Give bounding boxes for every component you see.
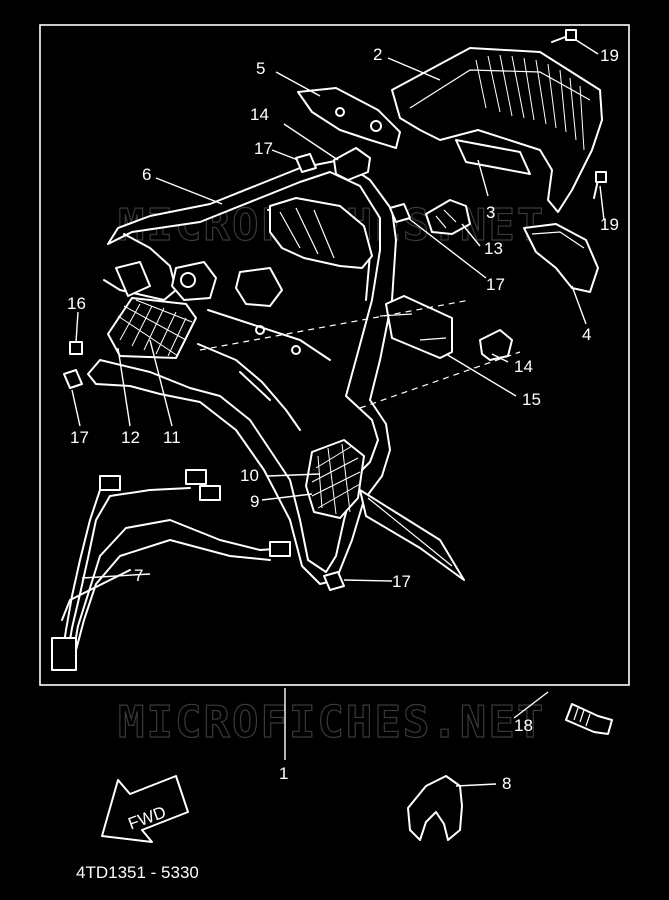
clip-17-b bbox=[389, 203, 411, 223]
callout-9: 9 bbox=[250, 492, 259, 511]
clip-17-a bbox=[295, 153, 317, 173]
callout-18: 18 bbox=[514, 716, 533, 735]
callout-10: 10 bbox=[240, 466, 259, 485]
callout-17-c: 17 bbox=[70, 428, 89, 447]
callout-16: 16 bbox=[67, 294, 86, 313]
callout-11: 11 bbox=[163, 428, 181, 447]
callout-15: 15 bbox=[522, 390, 541, 409]
callout-19-upper: 19 bbox=[600, 46, 619, 65]
callout-1: 1 bbox=[279, 764, 288, 783]
bolt-18-part bbox=[565, 703, 613, 735]
callout-2: 2 bbox=[373, 45, 382, 64]
tail-frame-part bbox=[87, 159, 465, 585]
callout-17-a: 17 bbox=[254, 139, 273, 158]
callout-12: 12 bbox=[121, 428, 140, 447]
callout-4: 4 bbox=[582, 325, 591, 344]
callout-17-b: 17 bbox=[486, 275, 505, 294]
clip-17-c bbox=[63, 369, 83, 389]
callout-8: 8 bbox=[502, 774, 511, 793]
bolt-19-upper bbox=[551, 29, 577, 43]
bulb-14-upper-part bbox=[333, 147, 371, 181]
leader-lines bbox=[71, 39, 605, 787]
rear-lens-cover-part bbox=[523, 223, 599, 293]
taillight-lens-part bbox=[391, 47, 603, 213]
callout-labels: 1 2 3 4 5 6 7 8 9 10 11 12 13 14 14 15 1… bbox=[67, 45, 619, 793]
callout-19-right: 19 bbox=[600, 215, 619, 234]
clip-8-part bbox=[407, 775, 463, 841]
assembly-border bbox=[39, 24, 630, 686]
callout-14-lower: 14 bbox=[514, 357, 533, 376]
callout-3: 3 bbox=[486, 203, 495, 222]
callout-17-d: 17 bbox=[392, 572, 411, 591]
callout-5: 5 bbox=[256, 59, 265, 78]
grommet-16 bbox=[69, 341, 83, 355]
lens-bracket-part bbox=[297, 87, 401, 149]
fwd-arrow: FWD bbox=[101, 775, 189, 843]
wiring-harness-part bbox=[51, 469, 291, 671]
part-code: 4TD1351 - 5330 bbox=[76, 863, 199, 882]
watermark-lower: MICROFICHES.NET bbox=[118, 697, 545, 748]
callout-13: 13 bbox=[484, 239, 503, 258]
callout-6: 6 bbox=[142, 165, 151, 184]
license-light-bracket-part bbox=[379, 295, 453, 359]
left-reflector-part bbox=[107, 297, 197, 359]
bulb-13-part bbox=[425, 199, 471, 235]
callout-14-upper: 14 bbox=[250, 105, 269, 124]
rear-reflector-part bbox=[305, 439, 365, 519]
clip-17-d bbox=[323, 571, 345, 591]
bolt-19-right bbox=[593, 171, 607, 199]
callout-7: 7 bbox=[134, 566, 143, 585]
